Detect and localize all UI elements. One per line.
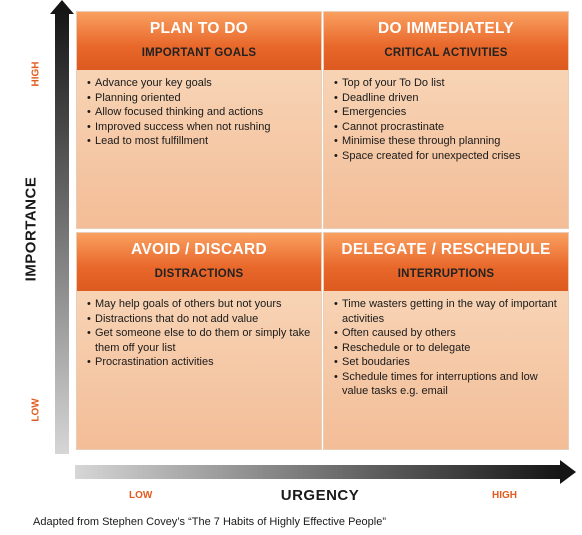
quadrant-subtitle: INTERRUPTIONS — [397, 268, 495, 280]
quadrant-header: DO IMMEDIATELY CRITICAL ACTIVITIES — [324, 12, 568, 70]
quadrant-subtitle: CRITICAL ACTIVITIES — [384, 47, 508, 59]
list-item: Reschedule or to delegate — [334, 341, 562, 356]
quadrant-subtitle: DISTRACTIONS — [154, 268, 244, 280]
list-item: Improved success when not rushing — [87, 120, 315, 135]
list-item: Planning oriented — [87, 91, 315, 106]
list-item: Emergencies — [334, 105, 562, 120]
quadrant-title: AVOID / DISCARD — [131, 241, 267, 258]
list-item: Minimise these through planning — [334, 134, 562, 149]
quadrant-list: Advance your key goals Planning oriented… — [77, 70, 321, 149]
source-footnote: Adapted from Stephen Covey’s “The 7 Habi… — [33, 516, 387, 528]
list-item: Schedule times for interruptions and low… — [334, 370, 562, 399]
quadrant-list: Time wasters getting in the way of impor… — [324, 291, 568, 399]
list-item: Cannot procrastinate — [334, 120, 562, 135]
list-item: Set boudaries — [334, 355, 562, 370]
list-item: May help goals of others but not yours — [87, 297, 315, 312]
quadrant-header: PLAN TO DO IMPORTANT GOALS — [77, 12, 321, 70]
list-item: Allow focused thinking and actions — [87, 105, 315, 120]
list-item: Procrastination activities — [87, 355, 315, 370]
quadrant-title: DO IMMEDIATELY — [378, 20, 514, 37]
quadrant-list: May help goals of others but not yours D… — [77, 291, 321, 370]
quadrant-list: Top of your To Do list Deadline driven E… — [324, 70, 568, 163]
horizontal-arrow-head — [560, 460, 576, 484]
quadrant-avoid-discard: AVOID / DISCARD DISTRACTIONS May help go… — [77, 233, 321, 449]
quadrant-header: DELEGATE / RESCHEDULE INTERRUPTIONS — [324, 233, 568, 291]
list-item: Deadline driven — [334, 91, 562, 106]
list-item: Advance your key goals — [87, 76, 315, 91]
quadrant-plan-to-do: PLAN TO DO IMPORTANT GOALS Advance your … — [77, 12, 321, 228]
quadrant-title: PLAN TO DO — [149, 20, 249, 37]
quadrant-do-immediately: DO IMMEDIATELY CRITICAL ACTIVITIES Top o… — [324, 12, 568, 228]
list-item: Often caused by others — [334, 326, 562, 341]
importance-axis-arrow — [55, 10, 69, 454]
list-item: Get someone else to do them or simply ta… — [87, 326, 315, 355]
urgency-axis-label: URGENCY — [280, 487, 360, 504]
list-item: Space created for unexpected crises — [334, 149, 562, 164]
quadrant-header: AVOID / DISCARD DISTRACTIONS — [77, 233, 321, 291]
urgency-high-label: HIGH — [492, 490, 517, 501]
list-item: Distractions that do not add value — [87, 312, 315, 327]
urgency-axis-arrow — [75, 465, 561, 479]
urgency-low-label: LOW — [129, 490, 153, 501]
list-item: Lead to most fulfillment — [87, 134, 315, 149]
quadrant-delegate-reschedule: DELEGATE / RESCHEDULE INTERRUPTIONS Time… — [324, 233, 568, 449]
quadrant-subtitle: IMPORTANT GOALS — [141, 47, 257, 59]
list-item: Top of your To Do list — [334, 76, 562, 91]
list-item: Time wasters getting in the way of impor… — [334, 297, 562, 326]
quadrant-title: DELEGATE / RESCHEDULE — [341, 241, 551, 258]
